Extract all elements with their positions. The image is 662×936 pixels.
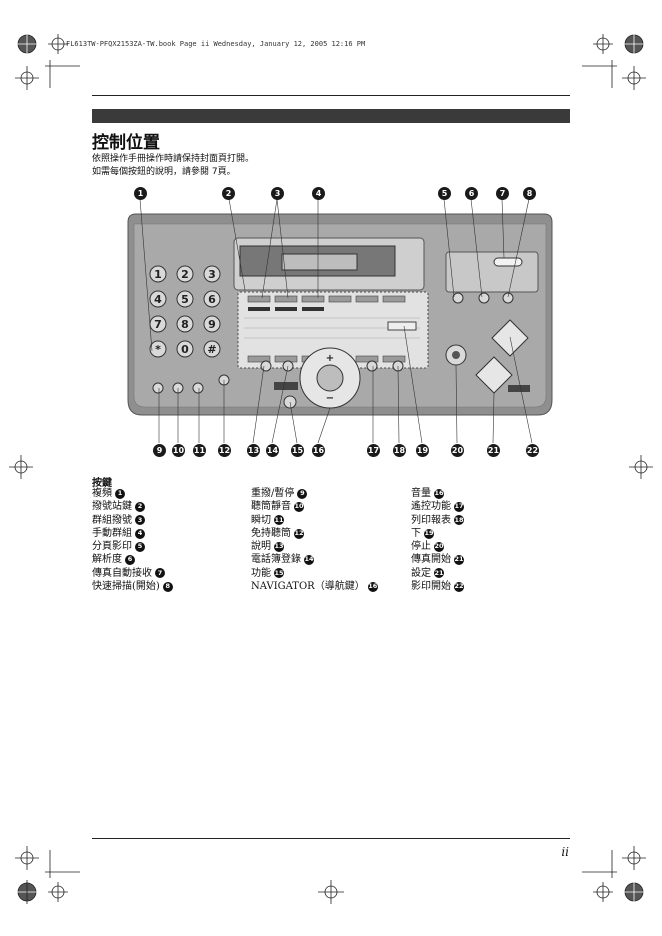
callout-11: 11 bbox=[193, 444, 206, 457]
svg-text:2: 2 bbox=[181, 268, 189, 281]
callout-20: 20 bbox=[451, 444, 464, 457]
callout-22: 22 bbox=[526, 444, 539, 457]
callout-2: 2 bbox=[222, 187, 235, 200]
callout-leaders bbox=[139, 198, 533, 444]
svg-text:+: + bbox=[326, 353, 334, 364]
page-number: ii bbox=[561, 845, 569, 859]
callout-21: 21 bbox=[487, 444, 500, 457]
keys-heading: 按鍵 bbox=[92, 478, 112, 489]
svg-text:4: 4 bbox=[154, 293, 162, 306]
svg-text:9: 9 bbox=[208, 318, 216, 331]
callout-14: 14 bbox=[266, 444, 279, 457]
callout-8: 8 bbox=[523, 187, 536, 200]
bottom-rule bbox=[92, 838, 570, 839]
callout-1: 1 bbox=[134, 187, 147, 200]
svg-text:−: − bbox=[326, 393, 334, 404]
svg-text:7: 7 bbox=[154, 318, 162, 331]
svg-text:8: 8 bbox=[181, 318, 189, 331]
callout-5: 5 bbox=[438, 187, 451, 200]
callout-6: 6 bbox=[465, 187, 478, 200]
callout-7: 7 bbox=[496, 187, 509, 200]
callout-4: 4 bbox=[312, 187, 325, 200]
callout-9: 9 bbox=[153, 444, 166, 457]
svg-text:5: 5 bbox=[181, 293, 189, 306]
svg-text:1: 1 bbox=[154, 268, 162, 281]
file-header: FL613TW-PFQX2153ZA-TW.book Page ii Wedne… bbox=[66, 40, 366, 48]
svg-text:*: * bbox=[155, 343, 161, 356]
callout-16: 16 bbox=[312, 444, 325, 457]
callout-15: 15 bbox=[291, 444, 304, 457]
svg-text:0: 0 bbox=[181, 343, 189, 356]
callout-10: 10 bbox=[172, 444, 185, 457]
section-bar bbox=[92, 109, 570, 123]
subtitle-line-1: 依照操作手冊操作時請保持封面頁打開。 bbox=[92, 154, 255, 164]
key-item: NAVIGATOR（導航鍵）16 bbox=[251, 581, 378, 593]
svg-text:6: 6 bbox=[208, 293, 216, 306]
page-title: 控制位置 bbox=[92, 133, 160, 153]
top-rule bbox=[92, 95, 570, 96]
callout-17: 17 bbox=[367, 444, 380, 457]
svg-text:#: # bbox=[207, 343, 216, 356]
subtitle-line-2: 如需每個按鈕的說明，請參閱 7頁。 bbox=[92, 167, 236, 177]
callout-3: 3 bbox=[271, 187, 284, 200]
callout-18: 18 bbox=[393, 444, 406, 457]
callout-12: 12 bbox=[218, 444, 231, 457]
key-item: 快速掃描(開始)8 bbox=[92, 580, 173, 593]
callout-13: 13 bbox=[247, 444, 260, 457]
svg-text:3: 3 bbox=[208, 268, 216, 281]
callout-19: 19 bbox=[416, 444, 429, 457]
